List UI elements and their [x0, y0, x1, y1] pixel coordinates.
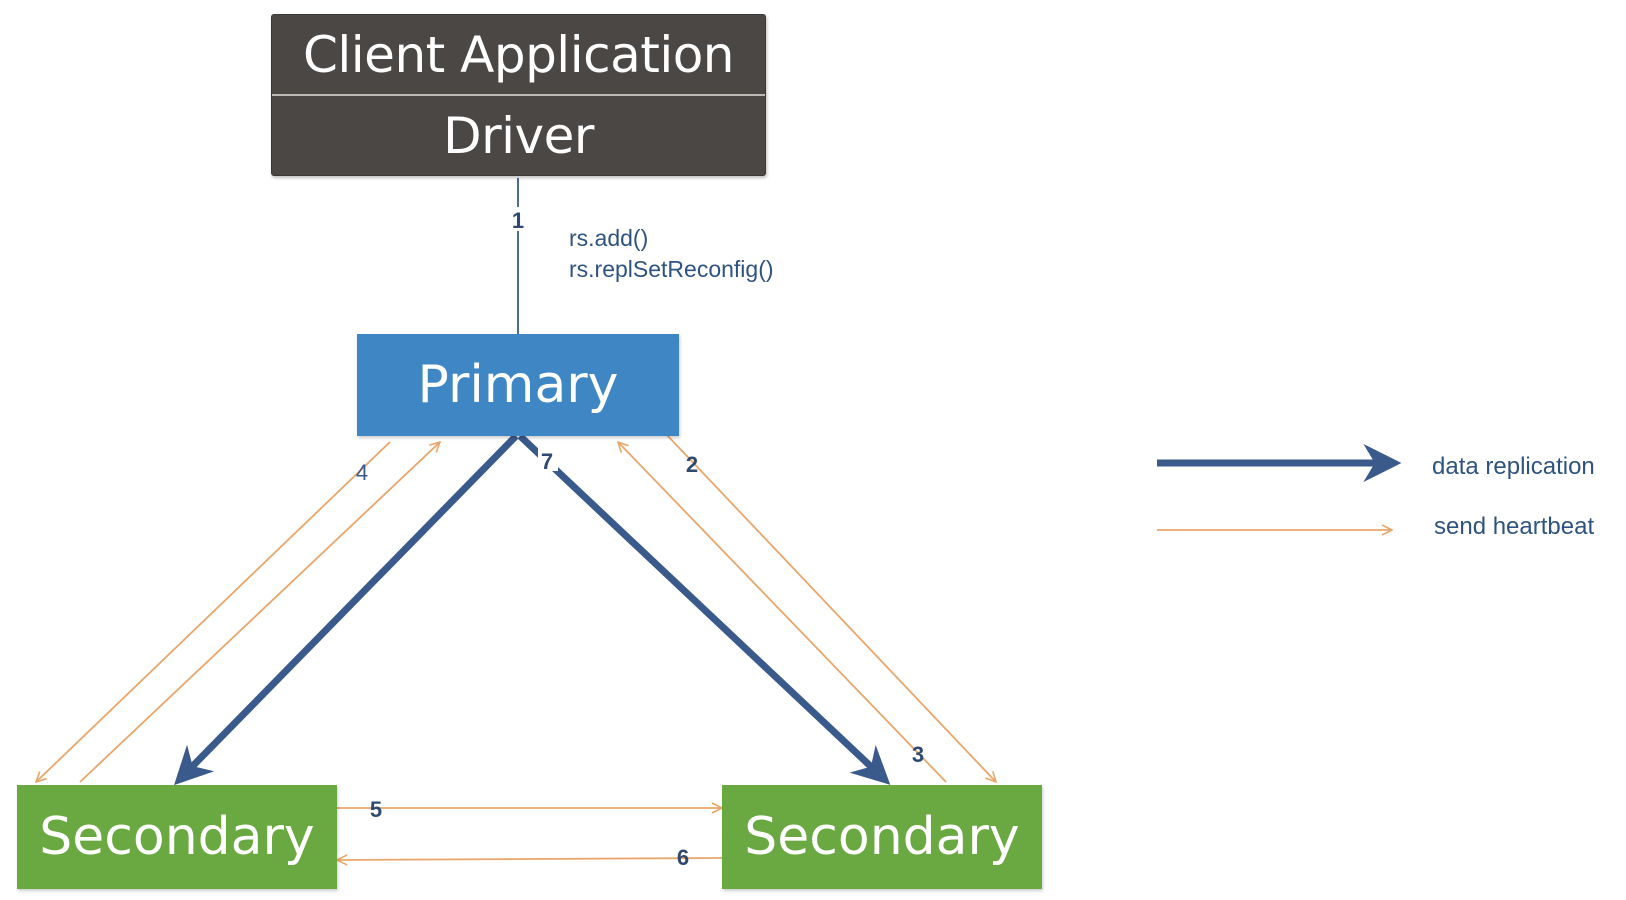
secondary-node-left: Secondary: [17, 785, 337, 889]
legend: data replication send heartbeat: [1157, 444, 1595, 540]
step-5-label: 5: [370, 797, 382, 822]
heartbeat-arrow-primary-to-left-secondary: [36, 441, 391, 782]
step-4-label: 4: [356, 460, 368, 485]
secondary-node-left-label: Secondary: [39, 807, 315, 867]
legend-replication-label: data replication: [1432, 453, 1595, 480]
driver-label: Driver: [443, 106, 594, 165]
step-2-label: 2: [686, 452, 698, 477]
command-rs-replsetreconfig: rs.replSetReconfig(): [569, 256, 774, 282]
step-3-label: 3: [912, 742, 924, 767]
client-box-divider: [272, 94, 765, 96]
primary-node-label: Primary: [417, 355, 619, 415]
heartbeat-arrow-right-to-left-secondary: [337, 858, 723, 860]
heartbeat-arrow-left-secondary-to-primary: [79, 442, 440, 783]
command-rs-add: rs.add(): [569, 225, 648, 251]
client-application-box: Client Application Driver: [271, 14, 766, 176]
primary-node: Primary: [357, 334, 679, 436]
secondary-node-right: Secondary: [722, 785, 1042, 889]
heartbeat-arrow-right-secondary-to-primary: [618, 442, 947, 783]
heartbeat-arrow-primary-to-right-secondary: [665, 433, 996, 782]
step-7-label: 7: [541, 449, 553, 474]
secondary-node-right-label: Secondary: [744, 807, 1020, 867]
replication-arrow-primary-to-left-secondary: [174, 433, 519, 786]
client-application-label: Client Application: [302, 25, 735, 84]
step-6-label: 6: [677, 845, 689, 870]
legend-heartbeat-label: send heartbeat: [1434, 513, 1594, 540]
replication-arrow-primary-to-right-secondary: [517, 433, 891, 785]
step-1-label: 1: [512, 208, 524, 233]
